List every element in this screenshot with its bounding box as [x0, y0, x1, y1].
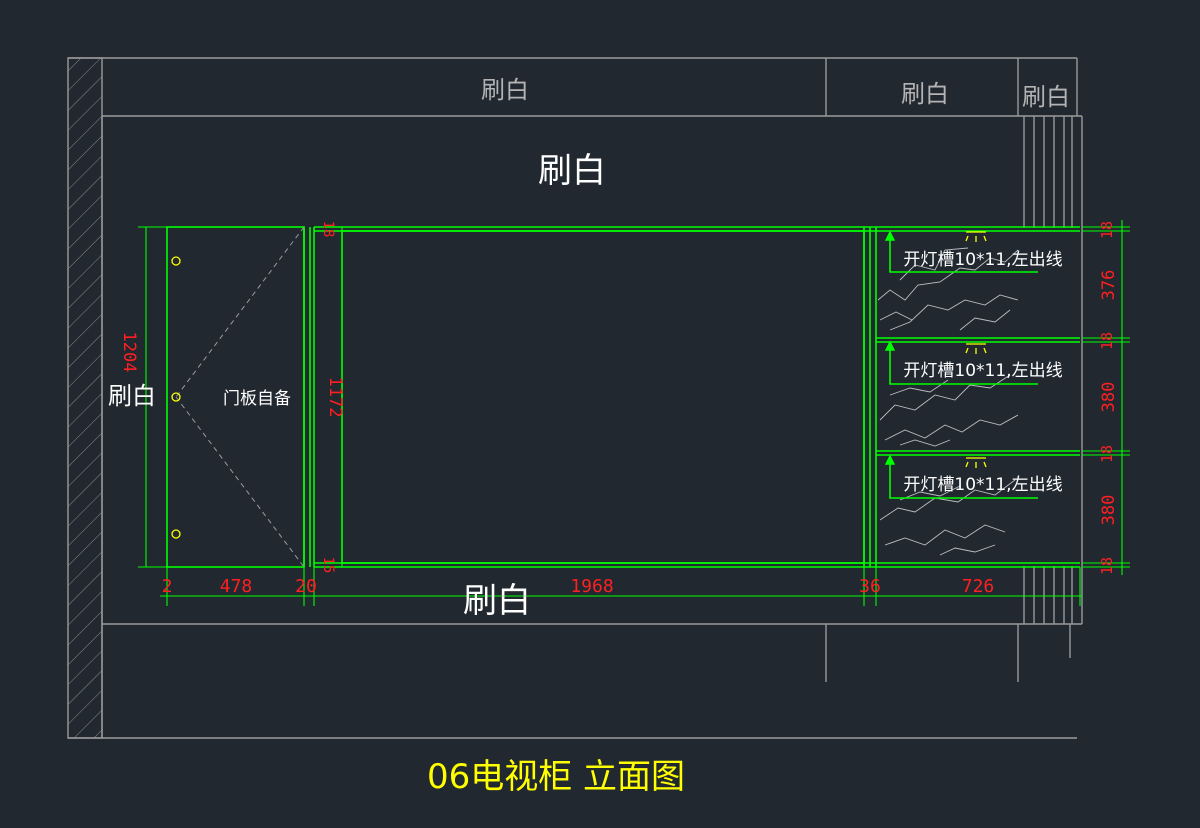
dim-bottom: 36: [859, 576, 881, 597]
dim-right: 380: [1099, 495, 1119, 526]
hinge-icon: [171, 392, 181, 402]
dim-right: 18: [1098, 557, 1116, 575]
wall-structure: [67, 57, 1083, 739]
dim-center-height: 1172: [325, 377, 345, 418]
light-icons: [965, 231, 987, 468]
label-top-mid: 刷白: [901, 80, 949, 108]
light-icon: [965, 343, 987, 354]
dim-center-bottom: 15: [320, 557, 336, 574]
tv-opening: [341, 230, 865, 564]
tv-cabinet: [166, 226, 1080, 568]
dim-bottom: 1968: [570, 576, 613, 597]
light-icon: [965, 457, 987, 468]
shelf-note: 开灯槽10*11,左出线: [903, 475, 1062, 495]
label-wall-center: 刷白: [538, 151, 606, 191]
shelf-note: 开灯槽10*11,左出线: [903, 250, 1062, 270]
shelf-note: 开灯槽10*11,左出线: [903, 361, 1062, 381]
dim-bottom: 20: [295, 576, 317, 597]
light-slot-arrows: [884, 230, 896, 465]
dim-center-top: 18: [320, 221, 336, 238]
hinges: [171, 256, 181, 539]
label-left-side: 刷白: [108, 382, 156, 410]
label-top-left: 刷白: [481, 76, 529, 104]
marble-texture: [877, 247, 1019, 556]
dim-left-height: 1204: [119, 332, 139, 373]
dim-right: 18: [1098, 221, 1116, 239]
hinge-icon: [171, 256, 181, 266]
dim-right: 380: [1099, 382, 1119, 413]
dim-bottom: 2: [162, 576, 173, 597]
dim-right: 18: [1098, 445, 1116, 463]
dimension-lines: [138, 220, 1130, 606]
dim-right: 18: [1098, 332, 1116, 350]
hatched-wall-column: [67, 57, 103, 739]
label-bottom-center: 刷白: [463, 581, 531, 621]
hinge-icon: [171, 529, 181, 539]
label-top-right: 刷白: [1022, 83, 1070, 111]
dim-bottom: 478: [220, 576, 253, 597]
drawing-title: 06电视柜 立面图: [427, 757, 685, 797]
dim-bottom: 726: [962, 576, 995, 597]
door-panel-note: 门板自备: [223, 389, 291, 409]
dim-right: 376: [1099, 270, 1119, 301]
light-icon: [965, 231, 987, 242]
